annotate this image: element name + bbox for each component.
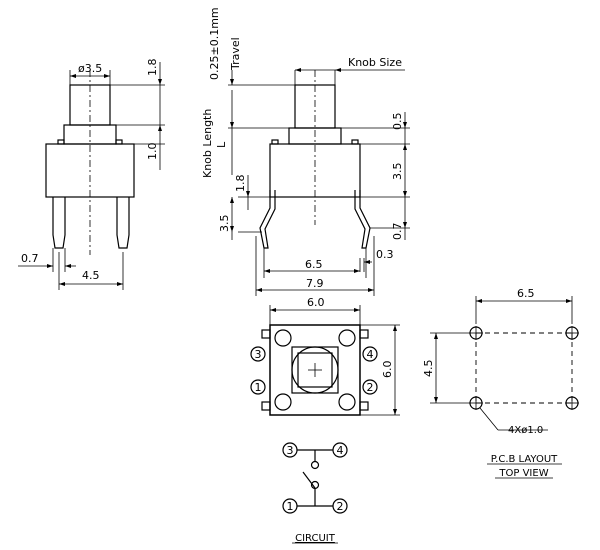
knob-height-label: 1.8 — [146, 59, 159, 77]
leg-span-label: 6.5 — [305, 258, 323, 271]
knob-length-label-line2: L — [215, 141, 228, 148]
actuator-outer-square — [291, 346, 339, 394]
neck-height-label: 1.0 — [146, 143, 159, 161]
top-width-label: 6.0 — [307, 296, 325, 309]
top-pin-2: 2 — [367, 381, 374, 394]
pin-stub — [261, 329, 271, 339]
side-view-body-tab-right — [115, 139, 123, 145]
pcb-height-label: 4.5 — [422, 360, 435, 378]
corner-hole — [338, 329, 356, 347]
pin-stub — [261, 401, 271, 411]
pin-spacing-label: 4.5 — [82, 269, 100, 282]
travel-label-line2: Travel — [229, 37, 242, 71]
top-view: 6.0 3 4 1 2 6.0 — [250, 296, 400, 416]
top-depth-label: 6.0 — [381, 361, 394, 379]
leg-length-label: 3.5 — [218, 215, 231, 233]
front-view-leg-right — [354, 190, 371, 249]
pcb-title-line1: P.C.B LAYOUT — [491, 454, 558, 465]
circuit-pin-2: 2 — [337, 500, 344, 513]
overall-width-label: 7.9 — [306, 277, 324, 290]
leg-thickness-label: 0.3 — [376, 248, 394, 261]
switch-contact-bottom — [310, 480, 320, 490]
top-view-body — [269, 324, 361, 416]
circuit-pin-3: 3 — [287, 444, 294, 457]
top-pin-4: 4 — [367, 348, 374, 361]
top-pin-3: 3 — [255, 348, 262, 361]
pcb-layout: 6.5 4.5 4Xø1.0 P.C.B LAYOUT TOP VIEW — [422, 287, 579, 479]
pcb-title-line2: TOP VIEW — [498, 468, 548, 479]
circuit-pin-4: 4 — [337, 444, 344, 457]
corner-hole — [338, 393, 356, 411]
corner-hole — [274, 329, 292, 347]
front-view-body-tab-left — [271, 139, 279, 145]
pcb-width-label: 6.5 — [517, 287, 535, 300]
corner-hole — [274, 393, 292, 411]
body-height-label: 3.5 — [391, 163, 404, 181]
top-pin-1: 1 — [255, 381, 262, 394]
side-view-body-tab-left — [57, 139, 65, 145]
actuator-inner-square — [297, 352, 333, 388]
side-view: ø3.5 1.8 1.0 0.7 4.5 — [18, 59, 165, 290]
pcb-hole-spec-label: 4Xø1.0 — [508, 425, 543, 436]
leg-bend-label: 0.7 — [391, 223, 404, 241]
pin-stub — [359, 401, 369, 411]
switch-blade — [302, 471, 316, 489]
circuit-diagram: 3 4 1 2 CIRCUIT — [282, 442, 348, 544]
diameter-label: ø3.5 — [78, 62, 102, 75]
neck-offset-label: 0.5 — [391, 113, 404, 131]
circuit-pin-1: 1 — [287, 500, 294, 513]
knob-size-label: Knob Size — [348, 56, 402, 69]
front-view-leg-left — [259, 190, 276, 249]
pin-stub — [359, 329, 369, 339]
side-view-pin-right — [116, 197, 130, 249]
front-view: 0.25±0.1mm Travel Knob Size Knob Length … — [201, 7, 410, 296]
pin-width-label: 0.7 — [21, 252, 39, 265]
side-view-pin-left — [52, 197, 66, 249]
leg-offset-label: 1.8 — [234, 175, 247, 193]
circuit-title: CIRCUIT — [295, 533, 336, 544]
switch-contact-top — [310, 460, 320, 470]
knob-length-label-line1: Knob Length — [201, 109, 214, 178]
front-view-body-tab-right — [351, 139, 359, 145]
pcb-hole-leader — [479, 407, 499, 431]
travel-label-line1: 0.25±0.1mm — [208, 7, 221, 80]
